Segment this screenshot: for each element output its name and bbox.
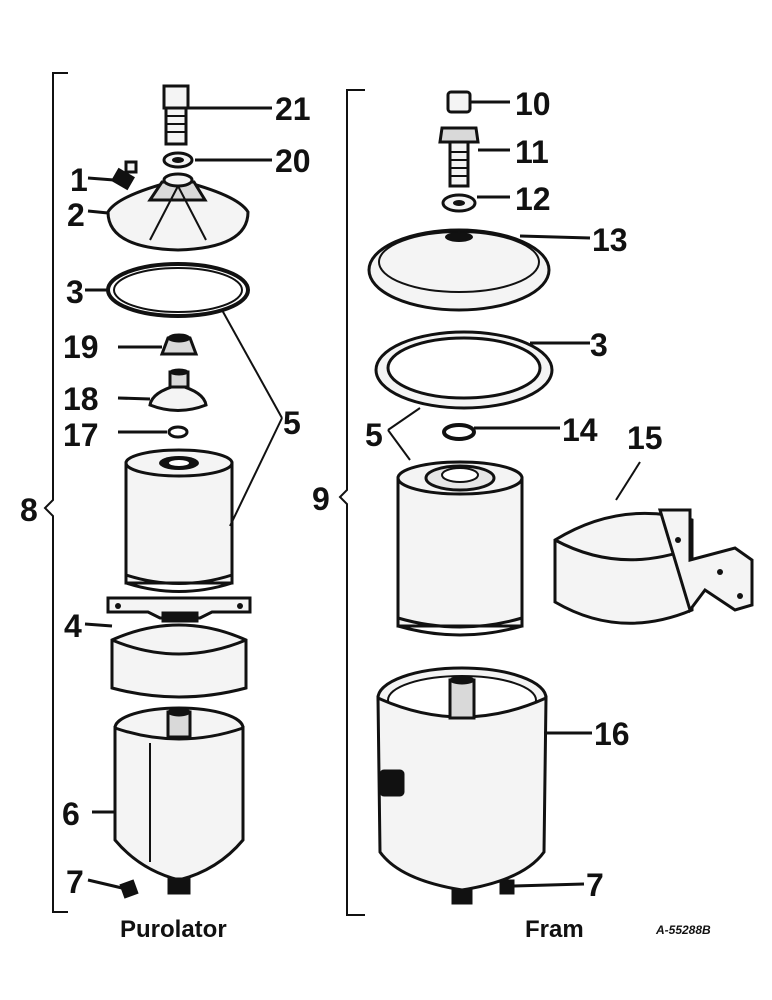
gasket-part-3-left bbox=[85, 262, 250, 318]
caption-fram: Fram bbox=[525, 916, 584, 943]
band-bracket-part-4 bbox=[84, 596, 252, 699]
filter-element-left bbox=[124, 448, 234, 593]
label-10: 10 bbox=[515, 86, 551, 122]
label-11: 11 bbox=[515, 134, 549, 170]
label-7-right: 7 bbox=[586, 867, 604, 903]
label-20: 20 bbox=[275, 143, 311, 179]
band-clamp-part-15 bbox=[553, 461, 754, 625]
caption-purolator: Purolator bbox=[120, 916, 227, 943]
drawing-code: A-55288B bbox=[655, 923, 711, 937]
stud-part-21 bbox=[162, 84, 272, 146]
cover-part-13 bbox=[367, 228, 591, 312]
drain-plug-part-7-left bbox=[87, 877, 191, 899]
fitting-part-1 bbox=[87, 160, 138, 191]
label-5-left: 5 bbox=[283, 405, 301, 441]
filter-element-right bbox=[396, 460, 524, 637]
label-3-left: 3 bbox=[66, 274, 84, 310]
label-16: 16 bbox=[594, 716, 630, 752]
label-3-right: 3 bbox=[590, 327, 608, 363]
right-bracket bbox=[338, 89, 365, 916]
o-ring-part-14 bbox=[442, 423, 560, 441]
label-18: 18 bbox=[63, 381, 99, 417]
valve-part-19 bbox=[118, 333, 199, 356]
label-14: 14 bbox=[562, 412, 598, 448]
washer-part-12 bbox=[441, 193, 510, 213]
label-1: 1 bbox=[70, 162, 88, 198]
drain-plug-part-7-right bbox=[451, 879, 585, 905]
label-5-right: 5 bbox=[365, 417, 383, 453]
label-9: 9 bbox=[312, 481, 330, 517]
gasket-part-3-right bbox=[374, 330, 590, 410]
cap-part-10 bbox=[446, 90, 510, 114]
label-21: 21 bbox=[275, 91, 311, 127]
label-13: 13 bbox=[592, 222, 628, 258]
bolt-part-11 bbox=[438, 126, 510, 188]
label-6: 6 bbox=[62, 796, 80, 832]
top-plate-part-18 bbox=[117, 368, 208, 412]
label-8: 8 bbox=[20, 492, 38, 528]
bowl-part-16 bbox=[376, 666, 592, 892]
label-12: 12 bbox=[515, 181, 551, 217]
cover-part-2 bbox=[87, 172, 250, 252]
left-bracket bbox=[43, 72, 68, 913]
leader-part-5-right bbox=[387, 407, 421, 461]
label-2: 2 bbox=[67, 197, 85, 233]
washer-part-20 bbox=[162, 151, 272, 169]
label-7-left: 7 bbox=[66, 864, 84, 900]
o-ring-part-17 bbox=[118, 425, 189, 439]
bowl-part-6 bbox=[92, 706, 245, 882]
label-19: 19 bbox=[63, 329, 99, 365]
label-4: 4 bbox=[64, 608, 82, 644]
label-15: 15 bbox=[627, 420, 663, 456]
leader-part-5 bbox=[221, 309, 283, 527]
label-17: 17 bbox=[63, 417, 99, 453]
